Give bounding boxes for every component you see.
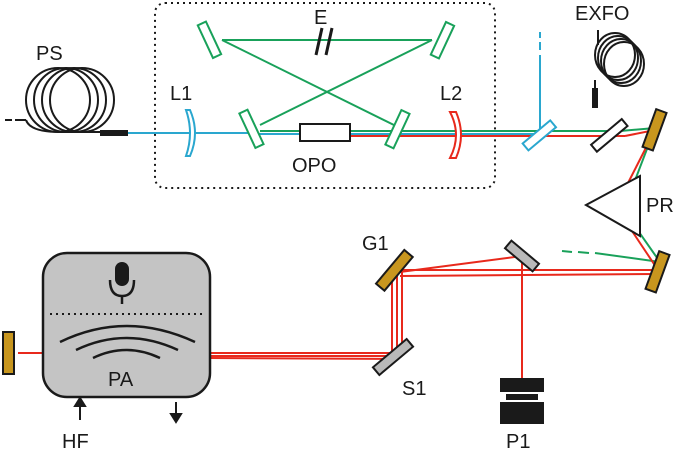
opo-mirror-top-right [429, 20, 456, 60]
dichroic-mirror [521, 118, 558, 152]
exfo-label: EXFO [575, 3, 629, 25]
l1-lens [184, 109, 196, 157]
g1-label: G1 [362, 233, 389, 255]
exfo-fiber-connector [592, 88, 598, 108]
exfo-fiber-spool [594, 30, 645, 90]
opo-mirror-bottom-right [384, 108, 411, 150]
g1-mirror [374, 248, 415, 293]
l1-label: L1 [170, 83, 192, 105]
p1-label: P1 [506, 431, 530, 453]
acoustic-wave-arcs [59, 324, 196, 360]
l2-lens [448, 111, 462, 159]
gold-mirror-end [2, 331, 15, 375]
pickoff-mirror-p1 [503, 239, 541, 273]
ps-fiber-spool [5, 67, 115, 133]
opo-crystal [299, 123, 351, 142]
s1-mirror [371, 337, 415, 377]
microphone-icon [108, 262, 136, 304]
ps-fiber-connector [100, 130, 128, 136]
gas-inlet-arrow-icon [73, 396, 87, 420]
gas-outlet-arrow-icon [169, 402, 183, 424]
hf-label: HF [62, 431, 89, 453]
prism-pr [583, 174, 641, 238]
signal-beam [221, 39, 661, 263]
gold-mirror-top [641, 107, 668, 152]
beam-sampler [589, 117, 629, 154]
opo-mirror-top-left [196, 20, 223, 60]
p1-power-meter [500, 378, 544, 424]
opo-mirror-bottom-left [238, 108, 265, 150]
gold-mirror-right [644, 249, 671, 294]
ps-label: PS [36, 43, 63, 65]
etalon-e [314, 27, 334, 56]
pr-label: PR [646, 195, 674, 217]
pa-label: PA [108, 369, 134, 391]
opo-label: OPO [292, 155, 336, 177]
idler-beam [18, 129, 659, 378]
e-label: E [314, 7, 327, 29]
l2-label: L2 [440, 83, 462, 105]
s1-label: S1 [402, 378, 426, 400]
